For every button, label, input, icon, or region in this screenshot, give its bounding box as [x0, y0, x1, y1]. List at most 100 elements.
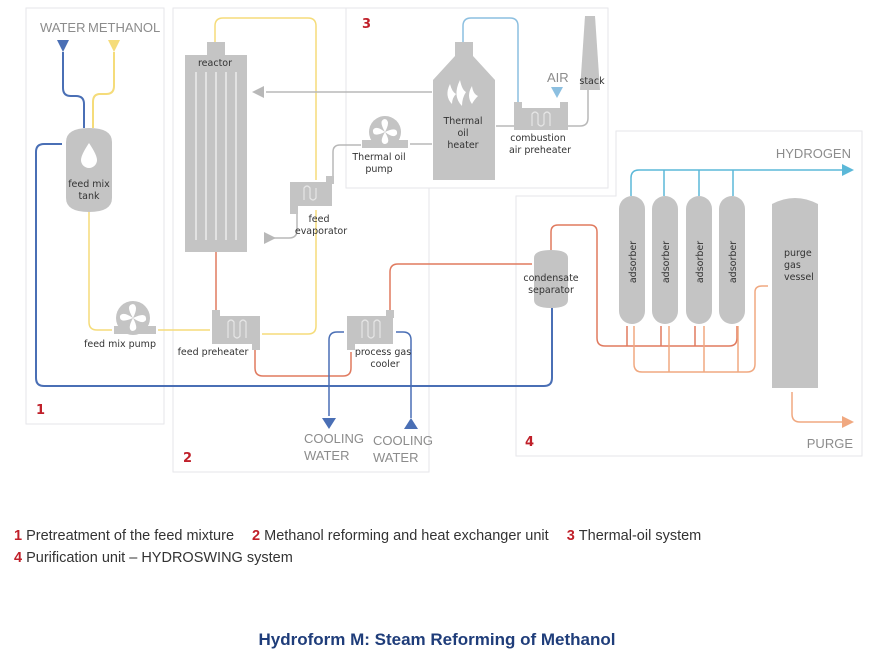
- water-inlet-line: [62, 52, 85, 128]
- coil-icon: [303, 185, 317, 201]
- purge-gas-vessel-label-2: gas: [784, 260, 801, 271]
- methanol-label: METHANOL: [88, 20, 160, 35]
- feed-line-preheater-to-evaporator: [262, 210, 317, 335]
- feed-line-to-reactor-top: [214, 17, 317, 180]
- thermal-oil-pump-label-2: pump: [365, 164, 392, 175]
- coil-icon: [227, 319, 247, 339]
- air-preheater-to-stack: [568, 90, 589, 127]
- stack-label: stack: [579, 76, 605, 87]
- legend-number: 2: [252, 528, 261, 544]
- hydrogen-label: HYDROGEN: [776, 146, 851, 161]
- cooling-water-in-label-2: WATER: [373, 450, 419, 465]
- thermal-oil-heater-label-3: heater: [447, 140, 478, 151]
- condensate-separator: [534, 250, 568, 308]
- section-panel-1: [25, 7, 165, 425]
- process-gas-cooler-to-separator: [389, 263, 532, 312]
- adsorber-1-label: adsorber: [628, 241, 639, 283]
- thermal-oil-pump: [362, 116, 408, 148]
- cooling-water-out-line: [328, 331, 344, 416]
- water-label: WATER: [40, 20, 86, 35]
- cooling-water-out-label-1: COOLING: [304, 431, 364, 446]
- feed-evaporator: [290, 176, 334, 214]
- hydrogen-header: [630, 169, 842, 196]
- condensate-separator-label-1: condensate: [523, 273, 578, 284]
- feed-mix-pump-label: feed mix pump: [84, 339, 156, 350]
- feed-preheater-label: feed preheater: [178, 347, 249, 358]
- purge-label: PURGE: [807, 436, 854, 451]
- combustion-air-preheater-label-2: air preheater: [509, 145, 571, 156]
- legend-text: Purification unit – HYDROSWING system: [26, 550, 293, 566]
- section-number-4: 4: [525, 435, 534, 450]
- reactor-label: reactor: [198, 58, 232, 69]
- feed-evaporator-label-1: feed: [308, 214, 329, 225]
- legend-text: Pretreatment of the feed mixture: [26, 528, 235, 544]
- section-panel-4-top: [616, 131, 862, 201]
- thermal-oil-heater-label-1: Thermal: [442, 116, 482, 127]
- thermal-oil-pump-label-1: Thermal oil: [351, 152, 405, 163]
- fan-icon: [119, 304, 147, 331]
- coil-icon: [531, 111, 551, 127]
- process-gas-cooler-label-2: cooler: [370, 359, 399, 370]
- cooling-water-in-label-1: COOLING: [373, 433, 433, 448]
- section-number-2: 2: [183, 451, 192, 466]
- condensate-return-line: [35, 143, 553, 387]
- combustion-air-preheater: [514, 102, 568, 130]
- methanol-inlet-line: [92, 52, 115, 128]
- purge-manifold: [633, 285, 768, 373]
- purge-gas-vessel: [772, 198, 818, 388]
- cooling-water-out-label-2: WATER: [304, 448, 350, 463]
- cooling-water-in-line: [396, 331, 412, 418]
- legend-number: 1: [14, 528, 23, 544]
- adsorber-4-label: adsorber: [728, 241, 739, 283]
- adsorber-4: [719, 196, 745, 324]
- thermal-oil-evaporator-to-reactor: [266, 214, 298, 239]
- fan-icon: [372, 119, 398, 144]
- feed-preheater: [212, 310, 260, 350]
- adsorber-2: [652, 196, 678, 324]
- adsorber-3: [686, 196, 712, 324]
- feed-mix-tank: [66, 128, 112, 212]
- process-gas-separator-to-adsorbers: [550, 224, 738, 347]
- adsorber-1: [619, 196, 645, 324]
- section-number-3: 3: [362, 17, 371, 32]
- air-label: AIR: [547, 70, 569, 85]
- figure-caption: Hydroform M: Steam Reforming of Methanol: [258, 630, 616, 649]
- process-flow-diagram: 1 2 3 4: [25, 7, 863, 473]
- droplet-icon: [81, 143, 97, 168]
- feed-evaporator-label-2: evaporator: [295, 226, 347, 237]
- purge-arrow-icon: [842, 416, 854, 428]
- thermal-oil-heater: [433, 42, 495, 180]
- coil-icon: [361, 319, 381, 339]
- legend-number: 4: [14, 550, 23, 566]
- thermal-oil-reactor-inlet-arrow-icon: [252, 86, 264, 98]
- stack: [580, 16, 600, 90]
- water-inlet-arrow-icon: [57, 40, 69, 52]
- feed-line-tank-to-pump: [88, 206, 112, 331]
- process-gas-preheater-to-cooler: [254, 350, 352, 377]
- process-gas-cooler-label-1: process gas: [355, 347, 411, 358]
- reactor-top-nozzle: [207, 42, 225, 56]
- feed-mix-pump: [114, 301, 156, 335]
- legend-text: Methanol reforming and heat exchanger un…: [264, 528, 549, 544]
- flame-icon: [447, 80, 478, 106]
- air-inlet-arrow-icon: [551, 87, 563, 98]
- feed-mix-tank-label-2: tank: [78, 191, 100, 202]
- purge-gas-vessel-label-3: vessel: [784, 272, 814, 283]
- legend-text: Thermal-oil system: [578, 528, 702, 544]
- thermal-oil-pump-to-evaporator: [332, 144, 361, 176]
- cooling-water-out-arrow-icon: [322, 418, 336, 429]
- thermal-oil-reactor-return-arrow-icon: [264, 232, 276, 244]
- legend-number: 3: [566, 528, 575, 544]
- adsorber-3-label: adsorber: [695, 241, 706, 283]
- process-gas-cooler: [347, 310, 394, 350]
- cooling-water-in-arrow-icon: [404, 418, 418, 429]
- purge-outlet-line: [791, 392, 842, 423]
- section-number-1: 1: [36, 403, 45, 418]
- thermal-oil-heater-label-2: oil: [457, 128, 468, 139]
- condensate-separator-label-2: separator: [528, 285, 574, 296]
- purge-gas-vessel-label-1: purge: [784, 248, 812, 259]
